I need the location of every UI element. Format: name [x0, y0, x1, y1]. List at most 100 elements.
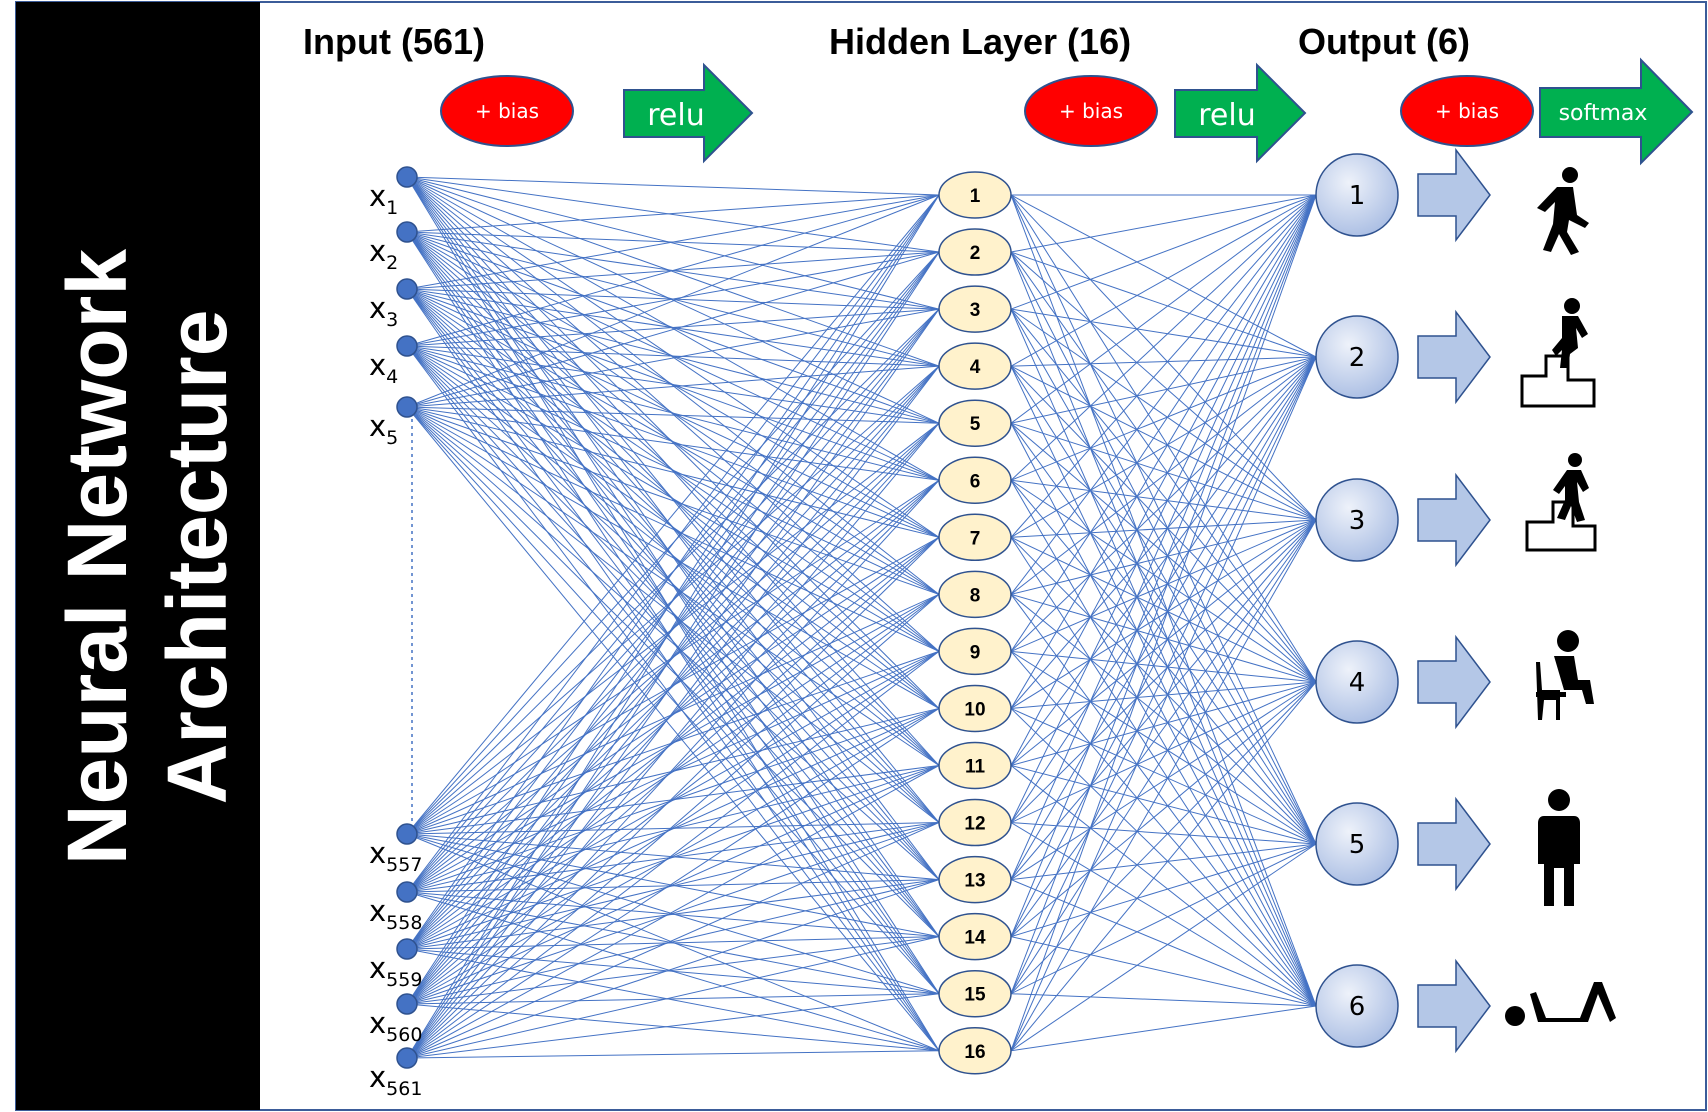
edge-hidden-output — [1010, 251, 1317, 845]
edge-hidden-output — [1010, 650, 1317, 683]
edge-input-hidden — [406, 406, 940, 709]
edge-hidden-output — [1010, 194, 1317, 766]
input-label-main: x — [369, 234, 386, 268]
edge-input-hidden — [406, 308, 940, 347]
hidden-node-label: 1 — [970, 186, 981, 207]
edge-hidden-output — [1010, 681, 1317, 1052]
input-label-sub: 561 — [386, 1078, 422, 1100]
input-node — [396, 823, 418, 845]
bias-label-3: + bias — [1435, 99, 1499, 123]
edge-hidden-output — [1010, 479, 1317, 683]
edge-input-hidden — [406, 176, 940, 823]
edge-input-hidden — [406, 536, 940, 950]
output-arrow — [1417, 147, 1491, 243]
hidden-node-label: 16 — [964, 1042, 985, 1063]
edge-hidden-output — [1010, 356, 1317, 595]
edge-input-hidden — [406, 593, 940, 1059]
relu-label-1: relu — [647, 98, 704, 133]
hidden-node-label: 10 — [964, 699, 985, 720]
title-panel — [16, 2, 260, 1110]
input-node-label: x559 — [369, 951, 422, 991]
edge-hidden-output — [1010, 765, 1317, 845]
edge-hidden-output — [1010, 356, 1317, 538]
input-label-main: x — [369, 291, 386, 325]
hidden-node — [938, 912, 1012, 961]
hidden-node — [938, 1027, 1012, 1075]
edge-input-hidden — [406, 948, 940, 995]
softmax-arrow — [1539, 57, 1694, 166]
edge-input-hidden — [406, 822, 940, 950]
edge-hidden-output — [1010, 194, 1317, 994]
edge-input-hidden — [406, 879, 940, 950]
hidden-node — [938, 570, 1012, 619]
edge-hidden-output — [1010, 251, 1317, 683]
edge-hidden-output — [1010, 356, 1317, 880]
edge-input-hidden — [406, 308, 940, 950]
hidden-node — [938, 627, 1012, 676]
edge-hidden-output — [1010, 308, 1317, 845]
edge-input-hidden — [406, 822, 940, 1059]
output-node — [1315, 478, 1399, 562]
edge-hidden-output — [1010, 308, 1317, 521]
edge-input-hidden — [406, 948, 940, 1052]
edge-input-hidden — [406, 879, 940, 1059]
edge-input-hidden — [406, 479, 940, 950]
edge-input-hidden — [406, 194, 940, 290]
edge-input-hidden — [406, 993, 940, 1005]
output-node — [1315, 802, 1399, 886]
edge-hidden-output — [1010, 519, 1317, 595]
edge-input-hidden — [406, 308, 940, 408]
edge-hidden-output — [1010, 365, 1317, 845]
edge-hidden-output — [1010, 765, 1317, 1007]
edge-input-hidden — [406, 176, 940, 481]
standing-icon — [1538, 789, 1580, 906]
edge-hidden-output — [1010, 843, 1317, 938]
edge-input-hidden — [406, 251, 940, 950]
input-label-main: x — [369, 1006, 386, 1040]
edge-hidden-output — [1010, 519, 1317, 652]
output-node-label: 2 — [1349, 343, 1366, 373]
edge-hidden-output — [1010, 194, 1317, 1051]
edge-hidden-output — [1010, 194, 1317, 683]
edge-input-hidden — [406, 176, 940, 424]
edge-hidden-output — [1010, 356, 1317, 481]
edge-hidden-output — [1010, 536, 1317, 683]
edge-input-hidden — [406, 194, 940, 347]
edge-input-hidden — [406, 251, 940, 1059]
hidden-node-label: 4 — [970, 357, 981, 378]
edge-input-hidden — [406, 993, 940, 1059]
hidden-node — [938, 513, 1012, 562]
edge-hidden-output — [1010, 707, 1317, 845]
edge-hidden-output — [1010, 519, 1317, 937]
input-label-main: x — [369, 179, 386, 213]
edge-hidden-output — [1010, 365, 1317, 521]
edge-input-hidden — [406, 406, 940, 995]
output-arrow — [1417, 958, 1491, 1054]
edge-input-hidden — [406, 194, 940, 950]
edge-input-hidden — [406, 194, 940, 893]
edge-input-hidden — [406, 1050, 940, 1059]
input-label-main: x — [369, 409, 386, 443]
edge-input-hidden — [406, 479, 940, 1005]
output-arrows — [1417, 147, 1491, 1054]
edge-hidden-output — [1010, 422, 1317, 1007]
edge-input-hidden — [406, 406, 940, 424]
relu-arrow-1 — [623, 62, 754, 164]
edge-hidden-output — [1010, 194, 1317, 310]
input-label-sub: 557 — [386, 854, 422, 876]
edge-hidden-output — [1010, 356, 1317, 1051]
edge-hidden-output — [1010, 194, 1317, 521]
edge-hidden-output — [1010, 356, 1317, 367]
edge-input-hidden — [406, 176, 940, 994]
edge-hidden-output — [1010, 251, 1317, 358]
input-label-main: x — [369, 894, 386, 928]
input-label-main: x — [369, 1060, 386, 1094]
edge-hidden-output — [1010, 251, 1317, 521]
edge-input-hidden — [406, 176, 940, 937]
edge-input-hidden — [406, 176, 940, 1052]
input-node — [396, 938, 418, 960]
edge-input-hidden — [406, 194, 940, 835]
hidden-node — [938, 171, 1012, 219]
